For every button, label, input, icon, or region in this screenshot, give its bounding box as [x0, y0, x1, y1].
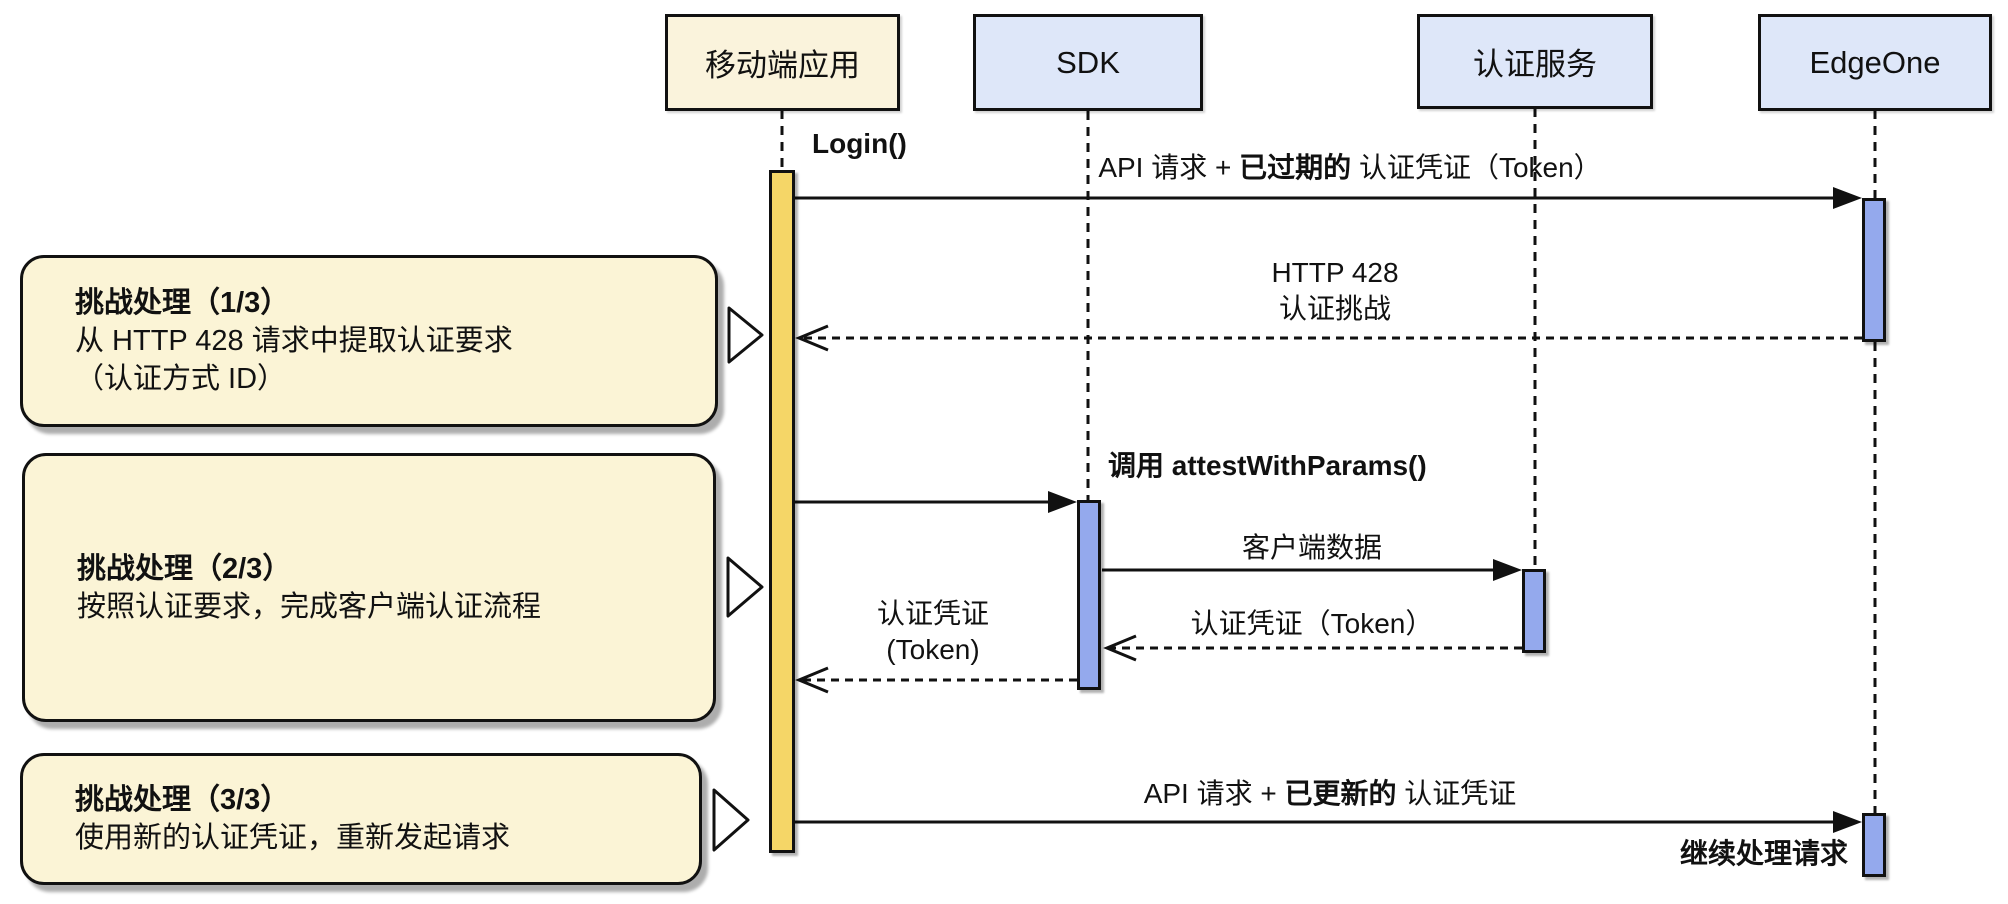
arrowhead-api-request-expired [1833, 187, 1862, 209]
message-client-data: 客户端数据 [1241, 532, 1383, 563]
message-login: Login() [812, 128, 907, 159]
note-challenge-1-line-1: 从 HTTP 428 请求中提取认证要求 [75, 325, 513, 357]
arrowhead-api-request-updated [1833, 811, 1862, 833]
message-token-to-app-line-1: 认证凭证 [876, 598, 990, 629]
activation-bar-mobile-app [769, 170, 795, 853]
message-api-request-updated: API 请求 + 已更新的 认证凭证 [1144, 776, 1517, 812]
arrowhead-http-428 [795, 324, 829, 352]
activation-bar-auth-service [1522, 569, 1546, 653]
message-token-from-auth: 认证凭证（Token） [1190, 608, 1434, 639]
note-challenge-2: 挑战处理（2/3） 按照认证要求，完成客户端认证流程 [22, 453, 716, 722]
note-challenge-1-title: 挑战处理（1/3） [75, 287, 290, 319]
note-challenge-3-title: 挑战处理（3/3） [75, 784, 290, 816]
actor-auth-service: 认证服务 [1417, 14, 1653, 109]
activation-bar-edgeone-1 [1862, 198, 1886, 342]
note-challenge-2-line-1: 按照认证要求，完成客户端认证流程 [77, 590, 542, 623]
message-api-request-updated-suffix: 认证凭证 [1396, 778, 1517, 809]
arrowhead-client-data [1493, 559, 1522, 581]
actor-sdk: SDK [973, 14, 1203, 111]
message-api-request-expired-suffix: 认证凭证（Token） [1351, 152, 1602, 183]
message-token-to-app: 认证凭证 (Token) [877, 596, 989, 668]
actor-auth-service-label: 认证服务 [1473, 47, 1597, 82]
activation-bar-sdk [1077, 500, 1101, 690]
message-api-request-expired-bold: 已过期的 [1239, 152, 1352, 183]
actor-sdk-label: SDK [1056, 44, 1120, 80]
note-challenge-1: 挑战处理（1/3） 从 HTTP 428 请求中提取认证要求 （认证方式 ID） [20, 255, 718, 427]
actor-mobile-app: 移动端应用 [665, 14, 900, 111]
arrowhead-token-to-app [795, 666, 829, 694]
actor-mobile-app-label: 移动端应用 [705, 48, 860, 83]
note-challenge-3-line-1: 使用新的认证凭证，重新发起请求 [75, 822, 511, 854]
message-http-428-line-2: 认证挑战 [1278, 293, 1391, 324]
message-continue-processing: 继续处理请求 [1679, 838, 1848, 869]
actor-edgeone: EdgeOne [1758, 14, 1992, 111]
message-api-request-expired: API 请求 + 已过期的 认证凭证（Token） [1098, 150, 1601, 186]
arrowhead-token-from-auth [1103, 634, 1137, 662]
note-challenge-1-line-2: （认证方式 ID） [75, 363, 287, 395]
message-api-request-expired-prefix: API 请求 + [1098, 152, 1240, 183]
note-pointer-2 [726, 556, 764, 618]
arrowhead-call-attest [1048, 491, 1077, 513]
message-call-attest: 调用 attestWithParams() [1108, 450, 1427, 481]
message-http-428: HTTP 428 认证挑战 [1271, 255, 1398, 327]
message-token-to-app-line-2: (Token) [886, 634, 980, 665]
actor-edgeone-label: EdgeOne [1809, 44, 1941, 80]
note-pointer-3 [712, 788, 750, 852]
message-api-request-updated-bold: 已更新的 [1284, 778, 1397, 809]
note-pointer-1 [727, 306, 764, 364]
message-http-428-line-1: HTTP 428 [1271, 257, 1399, 288]
note-challenge-2-title: 挑战处理（2/3） [77, 552, 292, 585]
message-api-request-updated-prefix: API 请求 + [1143, 778, 1285, 809]
note-challenge-3: 挑战处理（3/3） 使用新的认证凭证，重新发起请求 [20, 753, 702, 885]
activation-bar-edgeone-2 [1862, 813, 1886, 877]
